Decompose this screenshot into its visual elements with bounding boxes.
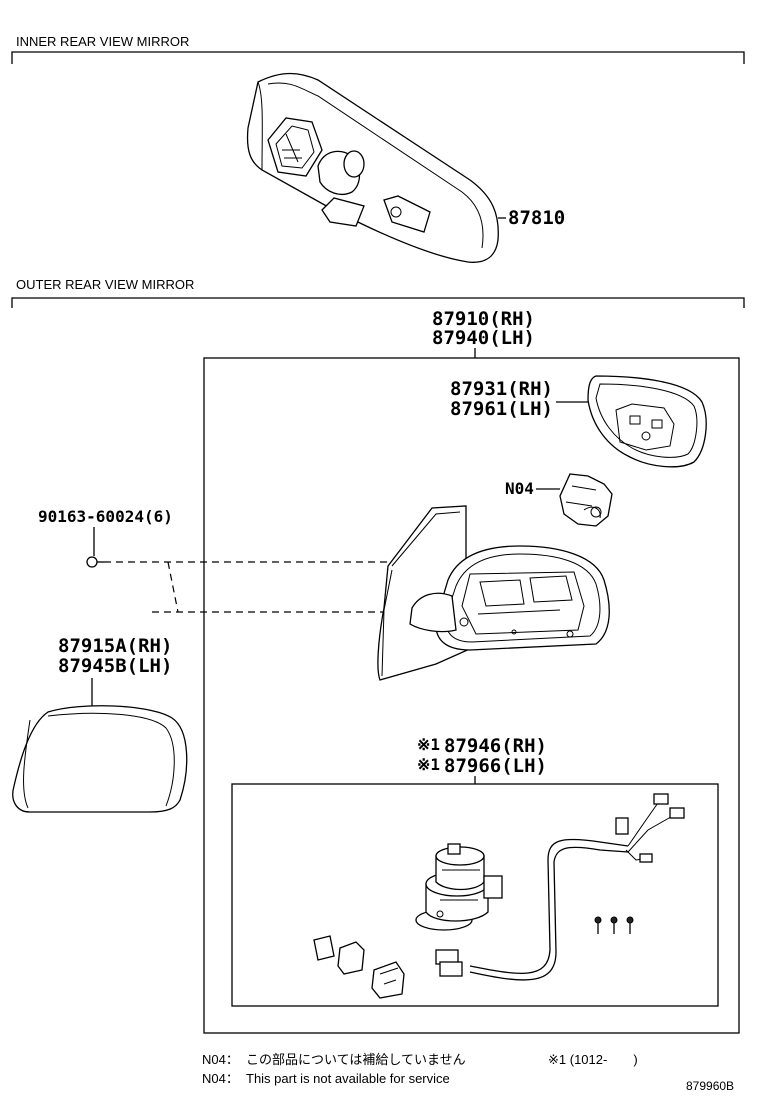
mirror-glass-illustration [587, 375, 707, 468]
section-bracket-inner [11, 51, 745, 64]
note-code-jp: N04： [202, 1052, 239, 1067]
star-mark-2: ※1 [417, 755, 440, 774]
mirror-housing-illustration [377, 505, 610, 681]
part-number-87810: 87810 [508, 207, 565, 229]
part-number-87961: 87961(LH) [450, 398, 553, 420]
part-number-90163: 90163-60024(6) [38, 507, 173, 526]
part-number-87931: 87931(RH) [450, 378, 553, 400]
assembly-box [203, 357, 740, 1034]
part-number-87940: 87940(LH) [432, 327, 535, 349]
actuator-n04-illustration [559, 473, 613, 527]
bolt-icon [594, 916, 634, 934]
note-text-en: This part is not available for service [246, 1071, 450, 1086]
part-number-87915: 87915A(RH) [58, 635, 172, 657]
screw-axis-drop [167, 561, 179, 613]
section-title-outer: OUTER REAR VIEW MIRROR [16, 277, 194, 292]
screw-icon [86, 556, 104, 568]
footnote-star: ※1 (1012- ) [548, 1052, 638, 1067]
note-text-jp: この部品については補給していません [246, 1052, 466, 1067]
mirror-cover-illustration [12, 705, 188, 813]
part-number-87946: 87946(RH) [444, 735, 547, 757]
part-number-87910: 87910(RH) [432, 308, 535, 330]
subassembly-box [231, 783, 719, 1007]
note-code-en: N04： [202, 1071, 239, 1086]
diagram-reference: 879960B [686, 1079, 734, 1093]
section-bracket-outer [11, 297, 745, 308]
part-number-87945: 87945B(LH) [58, 655, 172, 677]
part-number-n04: N04 [505, 479, 534, 498]
motor-harness-illustration [313, 793, 685, 999]
part-number-87966: 87966(LH) [444, 755, 547, 777]
inner-mirror-illustration [246, 72, 506, 263]
section-title-inner: INNER REAR VIEW MIRROR [16, 34, 189, 49]
star-mark-1: ※1 [417, 735, 440, 754]
